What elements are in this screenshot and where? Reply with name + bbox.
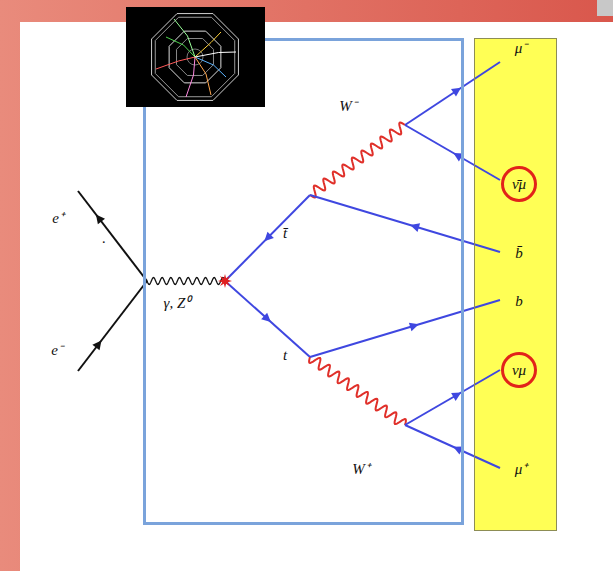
fermion-line — [405, 62, 500, 125]
particle-track — [156, 57, 195, 69]
final-state-band: μ⁻ b̄ b μ⁺ ν̄μ νμ — [474, 38, 557, 531]
particle-label: W⁺ — [352, 462, 370, 477]
particle-label: t — [283, 348, 287, 363]
boson-line — [147, 278, 225, 285]
arrowhead — [261, 313, 271, 322]
feynman-lines — [78, 62, 500, 468]
interaction-star — [218, 274, 232, 288]
inset-background — [126, 7, 265, 107]
fermion-line — [405, 370, 500, 425]
detector-layer — [155, 17, 234, 96]
arrowhead — [409, 323, 419, 332]
particle-label: b̄ — [515, 246, 523, 261]
neutrino-circle: ν̄μ — [501, 166, 537, 202]
neutrino-circle: νμ — [501, 352, 537, 388]
event-display-inset — [126, 7, 265, 107]
boson-line — [309, 357, 406, 425]
detector-layer — [152, 14, 239, 101]
arrowhead — [410, 223, 420, 232]
particle-track — [195, 57, 226, 77]
arrowhead — [264, 232, 274, 242]
arrowhead — [96, 214, 105, 224]
particle-label: . — [102, 231, 106, 246]
particle-label: μ⁻ — [515, 41, 528, 56]
fermion-line — [405, 125, 500, 180]
particle-label: γ, Z⁰ — [164, 296, 191, 311]
particle-track — [195, 57, 211, 95]
process-frame: W⁻ t̄ γ, Z⁰ tW⁺ — [143, 38, 464, 525]
particle-label: μ⁺ — [515, 462, 528, 477]
particle-label: ν̄μ — [512, 177, 526, 192]
particle-label: t̄ — [283, 226, 287, 241]
band-fill — [474, 38, 557, 531]
particle-label: W⁻ — [339, 99, 357, 114]
arrowhead — [451, 392, 461, 400]
fermion-line — [225, 195, 310, 281]
fermion-line — [310, 300, 500, 357]
fermion-line — [405, 425, 500, 468]
particle-label: b — [515, 294, 523, 309]
arrowhead — [451, 88, 461, 97]
particle-track — [186, 57, 195, 97]
fermion-line — [78, 191, 147, 281]
white-panel — [20, 22, 613, 571]
arrowhead — [92, 340, 101, 350]
corner-tab — [597, 0, 613, 16]
fermion-line — [78, 281, 147, 371]
particle-track — [195, 52, 236, 57]
particle-track — [174, 19, 195, 57]
circle-ring — [503, 168, 536, 201]
fermion-line — [310, 195, 500, 252]
particle-label: e⁻ — [51, 343, 63, 358]
boson-line — [310, 123, 405, 198]
fermion-line — [225, 281, 310, 357]
particle-label: e⁺ — [52, 211, 64, 226]
particle-track — [166, 37, 195, 57]
particle-label: νμ — [512, 363, 526, 378]
circle-ring — [503, 354, 536, 387]
